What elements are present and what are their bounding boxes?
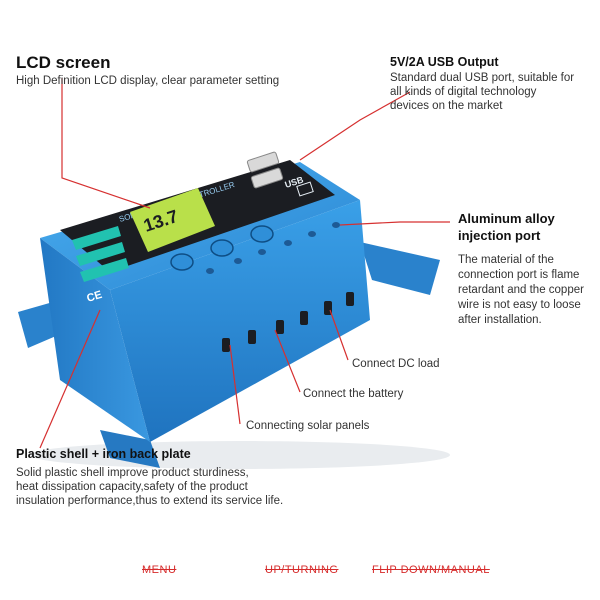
lcd-desc: High Definition LCD display, clear param… (16, 75, 280, 87)
shell-desc: Solid plastic shell improve product stur… (16, 466, 283, 508)
bottom-mount-flange (100, 430, 160, 468)
battery-label: Connect the battery (303, 388, 404, 400)
usb-desc-line-1: Standard dual USB port, suitable for (390, 72, 575, 84)
leader-load (329, 309, 349, 361)
indicator-strip-2 (76, 242, 125, 266)
leader-solar (229, 344, 241, 425)
port-title: Aluminum alloy injection port (458, 210, 555, 244)
leader-port (339, 221, 450, 226)
shell-desc-line-3: insulation performance,thus to extend it… (16, 495, 284, 507)
menu-button[interactable] (170, 253, 194, 271)
phone-icon (296, 181, 314, 197)
solar-label: Connecting solar panels (246, 420, 370, 432)
usb-title: 5V/2A USB Output (390, 55, 499, 69)
leader-lcd (61, 78, 151, 209)
leader-usb (299, 91, 411, 161)
lcd-screen (130, 188, 215, 252)
port-title-line-1: Aluminum alloy (458, 211, 555, 226)
right-mount-flange (360, 242, 440, 295)
indicator-strip-1 (72, 226, 121, 250)
front-terminal-slots (222, 292, 354, 352)
port-desc-line-1: The material of the (458, 254, 554, 266)
usb-desc-line-2: all kinds of digital technology (390, 86, 537, 98)
shell-desc-line-1: Solid plastic shell improve product stur… (16, 467, 249, 479)
lcd-title: LCD screen (16, 53, 111, 72)
port-desc-line-2: connection port is flame (458, 269, 580, 281)
port-title-line-2: injection port (458, 228, 541, 243)
bottom-menu-label: MENU (142, 564, 177, 576)
usb-port-1 (246, 151, 280, 173)
port-desc-line-4: wire is not easy to loose (458, 299, 581, 311)
shell-desc-line-2: heat dissipation capacity,safety of the … (16, 481, 248, 493)
load-label: Connect DC load (352, 358, 440, 370)
shell-title: Plastic shell + iron back plate (16, 447, 191, 461)
top-screw-holes (206, 222, 340, 274)
usb-desc: Standard dual USB port, suitable for all… (390, 71, 574, 113)
leader-lines (39, 78, 450, 449)
housing-front (110, 200, 370, 442)
ce-mark: CE (85, 289, 103, 305)
down-button[interactable] (250, 225, 274, 243)
bottom-flip-label: FLIP DOWN/MANUAL (372, 564, 490, 576)
usb-port-2 (250, 167, 284, 189)
up-button[interactable] (210, 239, 234, 257)
indicator-strip-3 (80, 258, 129, 282)
port-desc-line-3: retardant and the copper (458, 284, 584, 296)
housing-left-side (40, 238, 150, 442)
port-desc: The material of the connection port is f… (458, 253, 584, 328)
leader-shell (39, 309, 101, 449)
usb-desc-line-3: devices on the market (390, 100, 503, 112)
leader-battery (274, 329, 301, 393)
port-desc-line-5: after installation. (458, 314, 542, 326)
bottom-up-label: UP/TURNING (265, 564, 339, 576)
